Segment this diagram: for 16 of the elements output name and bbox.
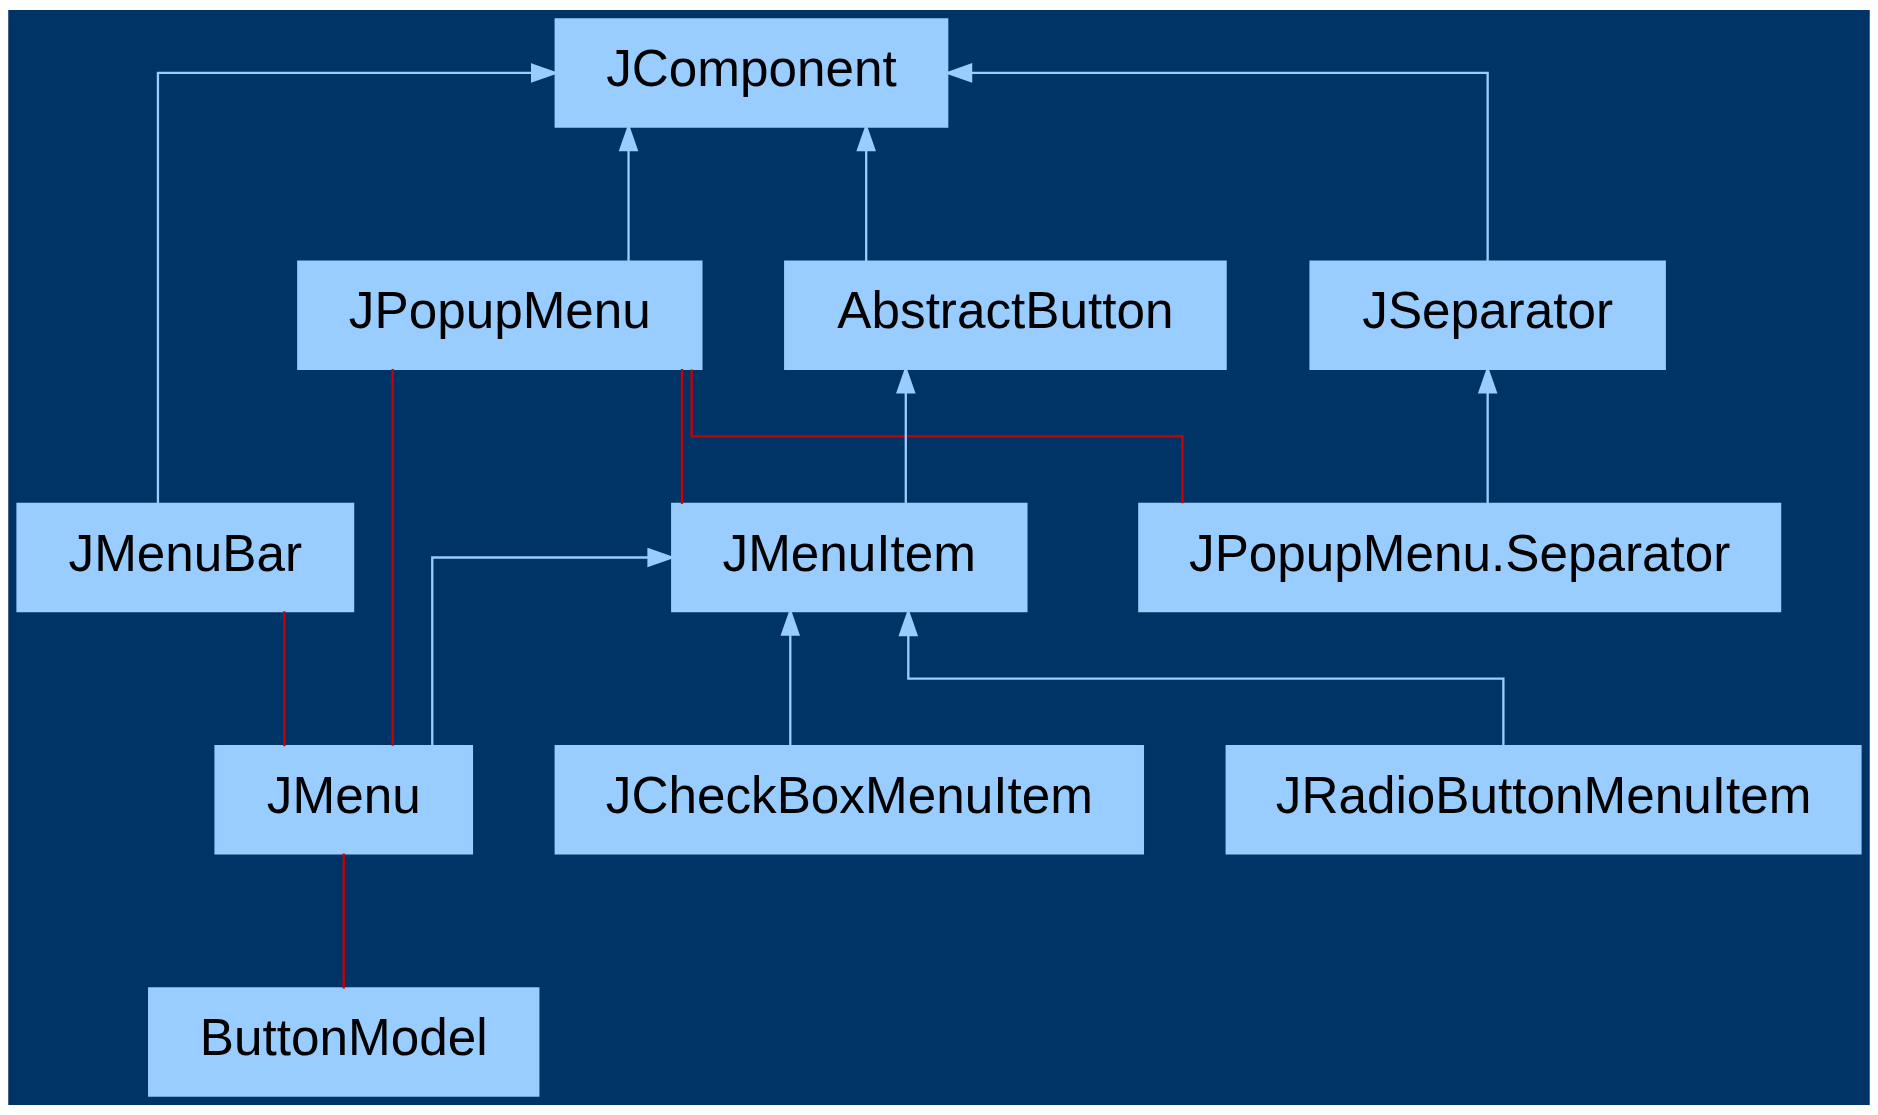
- node-box: AbstractButton: [784, 260, 1227, 370]
- node-box: JRadioButtonMenuItem: [1225, 745, 1862, 855]
- node-box: JComponent: [554, 18, 949, 128]
- connector: [680, 368, 684, 504]
- connector: [283, 611, 286, 747]
- connector: [391, 368, 394, 746]
- node-box: JPopupMenu: [297, 260, 703, 370]
- connector: [342, 853, 345, 989]
- node-box: JMenuItem: [671, 502, 1028, 613]
- node-box: JSeparator: [1309, 260, 1666, 370]
- node-box: JCheckBoxMenuItem: [554, 745, 1145, 855]
- node-box: JMenu: [214, 745, 474, 855]
- node-box: JPopupMenu.Separator: [1138, 502, 1782, 613]
- node-box: ButtonModel: [148, 987, 540, 1097]
- node-box: JMenuBar: [16, 502, 355, 613]
- connector: [690, 369, 1184, 504]
